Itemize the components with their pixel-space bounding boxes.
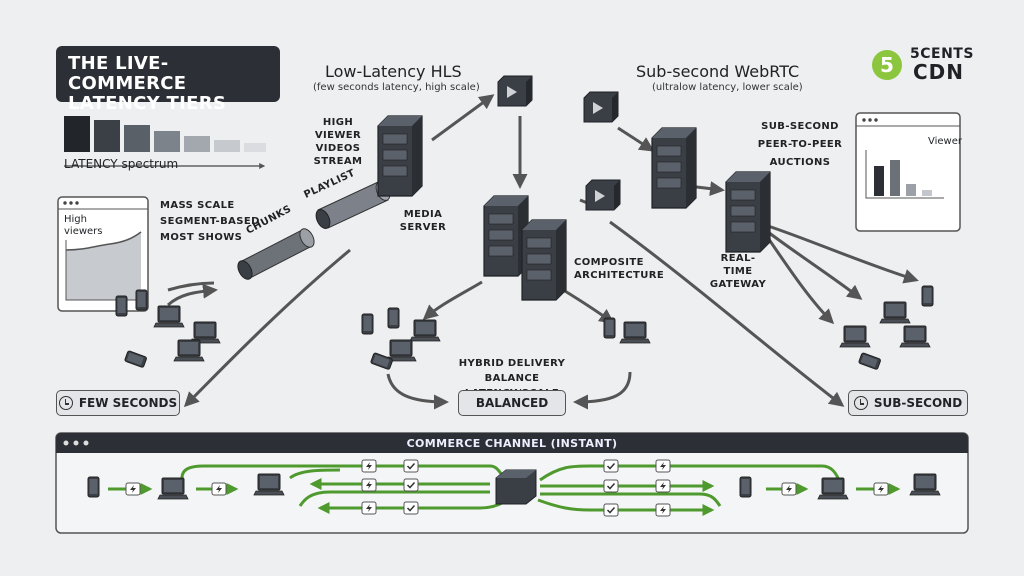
webrtc-devices <box>839 285 934 371</box>
chunks-pipe <box>237 228 315 280</box>
clock-icon <box>853 396 868 410</box>
composite-video-player-icon <box>585 179 621 211</box>
webrtc-server-icon <box>651 127 697 209</box>
composite-server-2-icon <box>521 219 567 301</box>
tier-sub-second: SUB-SECOND <box>848 390 968 416</box>
realtime-gateway-icon <box>725 171 771 253</box>
brand-logo-badge: 5 <box>872 50 902 80</box>
latency-spectrum-bars <box>64 116 266 169</box>
hls-heading: Low-Latency HLS <box>325 62 462 81</box>
webrtc-window-text: Viewer <box>928 136 962 147</box>
flow-arrows <box>166 94 919 410</box>
webrtc-viewer-window <box>855 112 961 232</box>
webrtc-subheading: (ultralow latency, lower scale) <box>652 82 803 93</box>
webrtc-video-player-icon <box>583 91 619 123</box>
brand-logo-line1: 5CENTS <box>910 46 974 62</box>
tier-sub-second-label: SUB-SECOND <box>873 396 963 410</box>
hls-video-player-icon <box>497 75 533 107</box>
commerce-hub-icon <box>495 469 537 505</box>
page-title: THE LIVE-COMMERCE LATENCY TIERS <box>56 46 280 114</box>
clock-icon <box>58 396 73 410</box>
tier-balanced: BALANCED <box>458 390 566 416</box>
tier-few-seconds-label: FEW SECONDS <box>78 396 178 410</box>
hls-subheading: (few seconds latency, high scale) <box>313 82 480 93</box>
tier-few-seconds: FEW SECONDS <box>56 390 180 416</box>
brand-logo-line2: CDN <box>913 60 965 84</box>
commerce-channel-heading: COMMERCE CHANNEL (INSTANT) <box>406 436 618 450</box>
tier-balanced-label: BALANCED <box>475 396 549 410</box>
webrtc-heading: Sub-second WebRTC <box>636 62 800 81</box>
latency-spectrum-label: LATENCY spectrum <box>64 157 179 171</box>
hls-viewer-window <box>57 196 149 312</box>
media-server-icon <box>377 115 423 197</box>
